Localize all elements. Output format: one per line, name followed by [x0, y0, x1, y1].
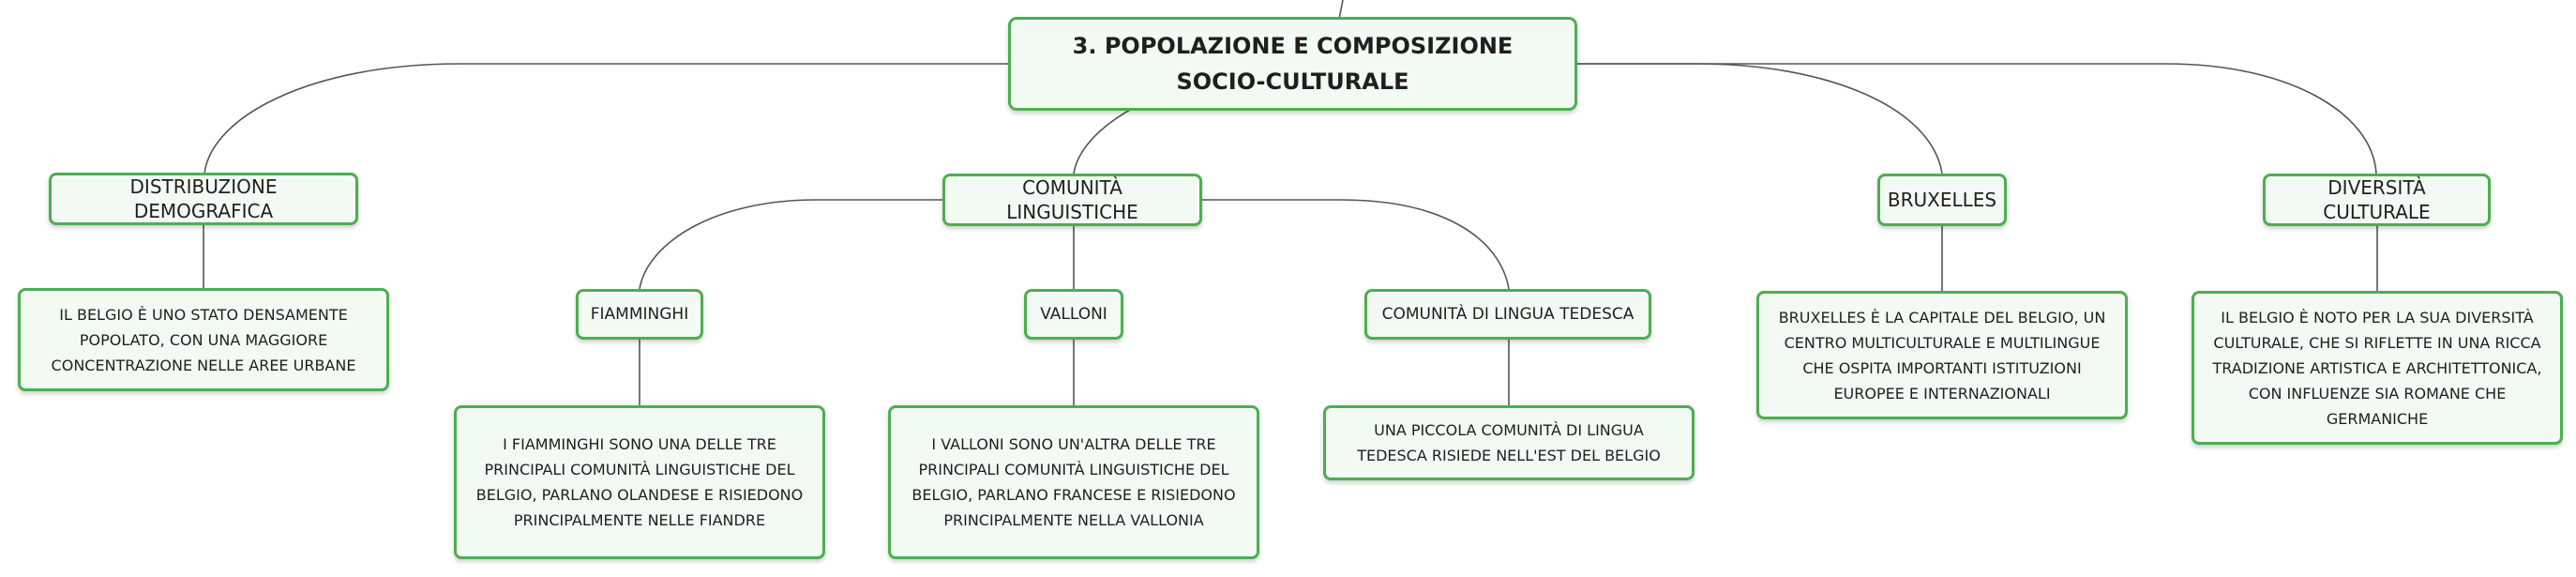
- detail-text: IL BELGIO È NOTO PER LA SUA DIVERSITÀ CU…: [2212, 308, 2542, 428]
- connector-linguistiche-fiamminghi: [639, 199, 942, 290]
- detail-comunita-lingua-tedesca[interactable]: UNA PICCOLA COMUNITÀ DI LINGUA TEDESCA R…: [1323, 405, 1695, 480]
- topic-comunita-lingua-tedesca[interactable]: COMUNITÀ DI LINGUA TEDESCA: [1364, 289, 1651, 340]
- connector-root-bruxelles: [1577, 63, 1943, 175]
- topic-label: FIAMMINGHI: [590, 305, 689, 324]
- detail-distribuzione-demografica[interactable]: IL BELGIO È UNO STATO DENSAMENTE POPOLAT…: [18, 288, 389, 391]
- root-topic[interactable]: 3. POPOLAZIONE E COMPOSIZIONE SOCIO-CULT…: [1008, 17, 1577, 111]
- root-topic-label: 3. POPOLAZIONE E COMPOSIZIONE SOCIO-CULT…: [1072, 33, 1514, 95]
- topic-bruxelles[interactable]: BRUXELLES: [1877, 174, 2007, 226]
- topic-label: DIVERSITÀ CULTURALE: [2323, 176, 2431, 223]
- connector-root-demografica: [203, 63, 1008, 175]
- detail-text: IL BELGIO È UNO STATO DENSAMENTE POPOLAT…: [51, 305, 356, 374]
- topic-label: COMUNITÀ LINGUISTICHE: [1006, 176, 1138, 223]
- detail-text: UNA PICCOLA COMUNITÀ DI LINGUA TEDESCA R…: [1357, 421, 1661, 464]
- connector-linguistiche-tedesca: [1202, 199, 1510, 290]
- detail-diversita-culturale[interactable]: IL BELGIO È NOTO PER LA SUA DIVERSITÀ CU…: [2192, 291, 2563, 445]
- topic-label: VALLONI: [1040, 305, 1107, 324]
- topic-label: DISTRIBUZIONE DEMOGRAFICA: [129, 175, 278, 222]
- connector-root-linguistiche: [1073, 109, 1131, 175]
- topic-diversita-culturale[interactable]: DIVERSITÀ CULTURALE: [2263, 174, 2491, 226]
- topic-label: BRUXELLES: [1887, 189, 1997, 211]
- detail-bruxelles[interactable]: BRUXELLES È LA CAPITALE DEL BELGIO, UN C…: [1756, 291, 2128, 419]
- topic-comunita-linguistiche[interactable]: COMUNITÀ LINGUISTICHE: [942, 174, 1202, 226]
- connector-parent-to-root: [1338, 0, 1344, 20]
- topic-fiamminghi[interactable]: FIAMMINGHI: [576, 289, 703, 340]
- topic-distribuzione-demografica[interactable]: DISTRIBUZIONE DEMOGRAFICA: [49, 173, 358, 225]
- detail-text: I VALLONI SONO UN'ALTRA DELLE TRE PRINCI…: [911, 435, 1236, 529]
- detail-text: BRUXELLES È LA CAPITALE DEL BELGIO, UN C…: [1778, 308, 2106, 402]
- detail-text: I FIAMMINGHI SONO UNA DELLE TRE PRINCIPA…: [475, 435, 804, 529]
- detail-valloni[interactable]: I VALLONI SONO UN'ALTRA DELLE TRE PRINCI…: [888, 405, 1259, 559]
- topic-valloni[interactable]: VALLONI: [1024, 289, 1123, 340]
- detail-fiamminghi[interactable]: I FIAMMINGHI SONO UNA DELLE TRE PRINCIPA…: [454, 405, 825, 559]
- topic-label: COMUNITÀ DI LINGUA TEDESCA: [1381, 305, 1634, 324]
- connector-root-diversita: [1577, 63, 2377, 175]
